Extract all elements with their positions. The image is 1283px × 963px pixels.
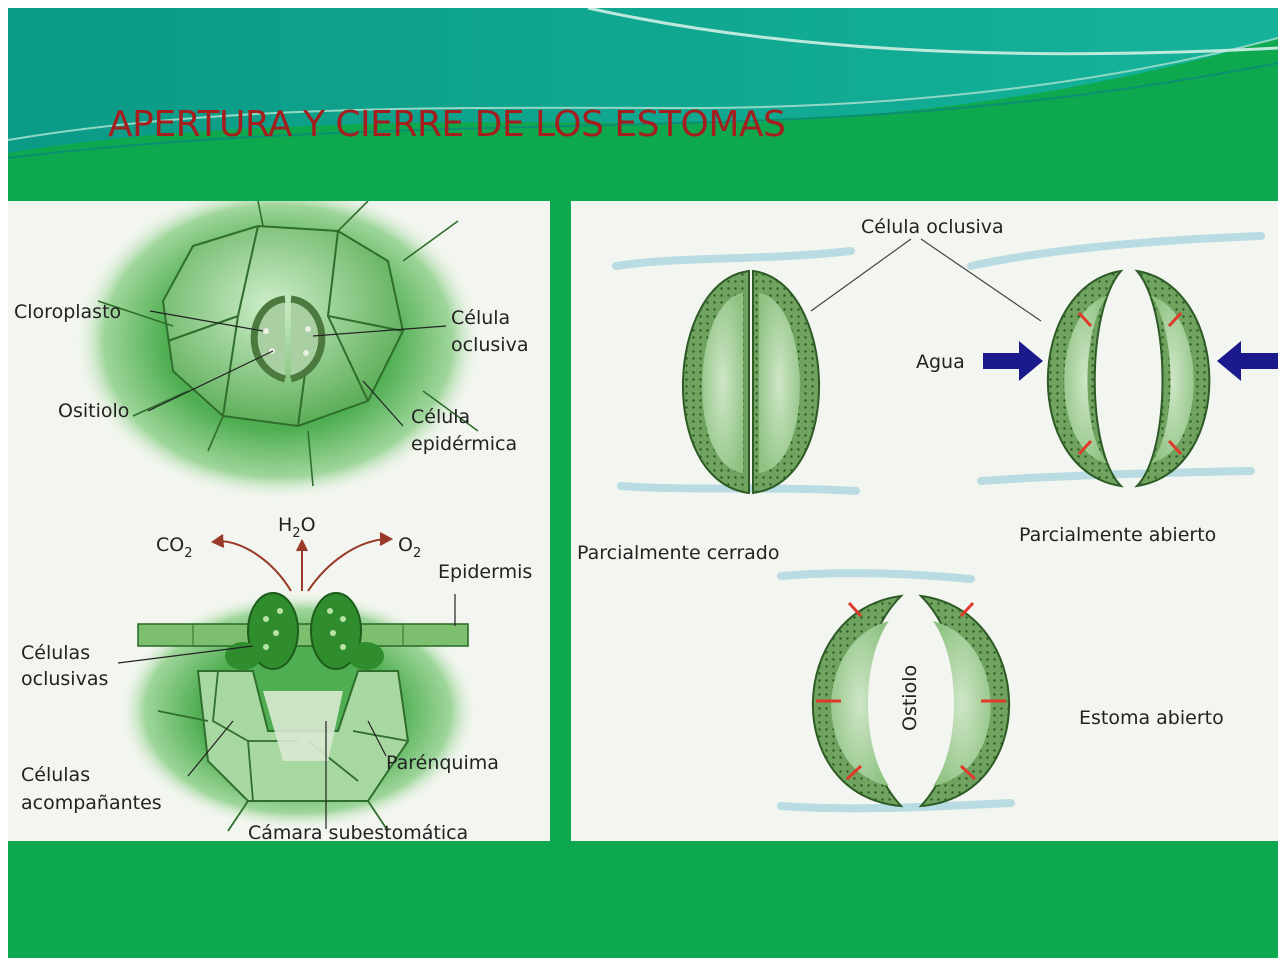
stoma-partially-open [1048,271,1210,486]
label-cloroplasto: Cloroplasto [14,301,121,323]
label-o2: O2 [398,534,421,561]
label-epidermis: Epidermis [438,561,532,583]
label-celulas-acompanantes-2: acompañantes [21,792,162,814]
slide-title: APERTURA Y CIERRE DE LOS ESTOMAS [108,104,785,145]
label-h2o: H2O [278,514,316,541]
label-celulas-oclusivas-1: Células [21,642,90,664]
stoma-cross-section [118,591,478,831]
label-celulas-oclusivas-2: oclusivas [21,668,108,690]
stomata-top-and-section-diagram: Cloroplasto Célula oclusiva Ositiolo Cél… [8,201,550,841]
label-ostiolo: Ostiolo [899,665,921,731]
label-co2: CO2 [156,534,193,561]
label-celula-oclusiva-1: Célula [451,307,510,329]
label-parcialmente-abierto: Parcialmente abierto [1019,524,1216,546]
label-estoma-abierto: Estoma abierto [1079,707,1224,729]
water-inflow-arrows [983,341,1278,381]
label-ositiolo: Ositiolo [58,400,129,422]
label-celula-epidermica-2: epidérmica [411,433,517,455]
label-camara-subestomatica: Cámara subestomática [248,822,468,841]
slide: APERTURA Y CIERRE DE LOS ESTOMAS [8,8,1278,958]
label-parcialmente-cerrado: Parcialmente cerrado [577,542,779,564]
right-diagram-panel: Célula oclusiva Agua Parcialmente cerrad… [571,201,1278,841]
label-parenquima: Parénquima [386,752,499,774]
label-celula-oclusiva-2: oclusiva [451,334,528,356]
label-celula-oclusiva: Célula oclusiva [861,216,1004,238]
gas-exchange-arrows [213,533,391,591]
label-celulas-acompanantes-1: Células [21,764,90,786]
stoma-partially-closed [683,271,819,493]
left-diagram-panel: Cloroplasto Célula oclusiva Ositiolo Cél… [8,201,550,841]
label-celula-epidermica-1: Célula [411,406,470,428]
label-agua: Agua [916,351,965,373]
stoma-opening-stages-diagram: Célula oclusiva Agua Parcialmente cerrad… [571,201,1278,841]
